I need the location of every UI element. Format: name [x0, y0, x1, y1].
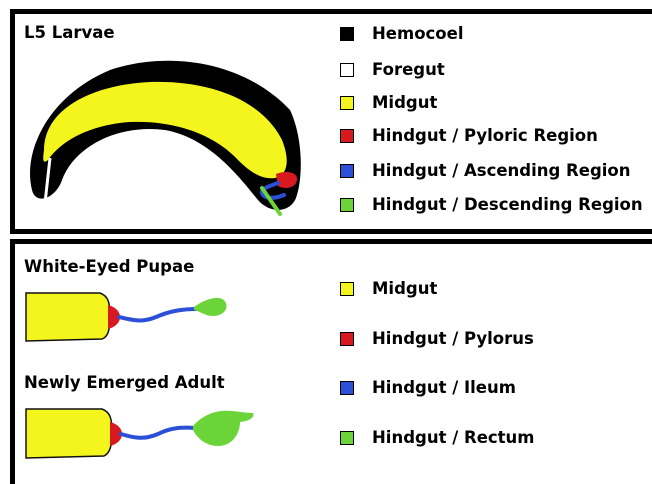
legend-label: Hindgut / Pyloric Region	[372, 126, 598, 145]
legend-item-ileum: Hindgut / Ileum	[340, 378, 516, 397]
adult-rectum	[193, 411, 253, 446]
legend-item-midgut: Midgut	[340, 93, 437, 112]
legend-item-foregut: Foregut	[340, 60, 445, 79]
legend-label: Hindgut / Rectum	[372, 428, 535, 447]
pupae-ileum	[119, 309, 197, 320]
rectum-swatch	[340, 431, 354, 445]
legend-label: Hindgut / Ascending Region	[372, 161, 631, 180]
ileum-swatch	[340, 381, 354, 395]
legend-item-hemocoel: Hemocoel	[340, 24, 464, 43]
ascending-swatch	[340, 164, 354, 178]
legend-label: Hindgut / Pylorus	[372, 329, 534, 348]
legend-item-pylorus: Hindgut / Pylorus	[340, 329, 534, 348]
pupae-gut-diagram	[26, 293, 227, 341]
legend-item-pyloric: Hindgut / Pyloric Region	[340, 126, 598, 145]
legend-item-descending: Hindgut / Descending Region	[340, 195, 643, 214]
legend-label: Hindgut / Ileum	[372, 378, 516, 397]
hemocoel-swatch	[340, 27, 354, 41]
midgut-swatch	[340, 96, 354, 110]
foregut-swatch	[340, 63, 354, 77]
legend-label: Midgut	[372, 93, 437, 112]
pupae-midgut	[26, 293, 110, 341]
legend-item-midgut-bottom: Midgut	[340, 279, 437, 298]
legend-label: Hemocoel	[372, 24, 464, 43]
pupae-rectum	[194, 298, 227, 316]
legend-item-ascending: Hindgut / Ascending Region	[340, 161, 631, 180]
legend-label: Foregut	[372, 60, 445, 79]
adult-gut-diagram	[26, 409, 253, 458]
larva-gut-diagram	[30, 61, 301, 214]
legend-label: Midgut	[372, 279, 437, 298]
adult-midgut	[26, 409, 112, 458]
legend-item-rectum: Hindgut / Rectum	[340, 428, 535, 447]
legend-label: Hindgut / Descending Region	[372, 195, 643, 214]
pyloric-swatch	[340, 129, 354, 143]
pylorus-swatch	[340, 332, 354, 346]
descending-swatch	[340, 198, 354, 212]
midgut-swatch	[340, 282, 354, 296]
adult-ileum	[121, 428, 196, 438]
